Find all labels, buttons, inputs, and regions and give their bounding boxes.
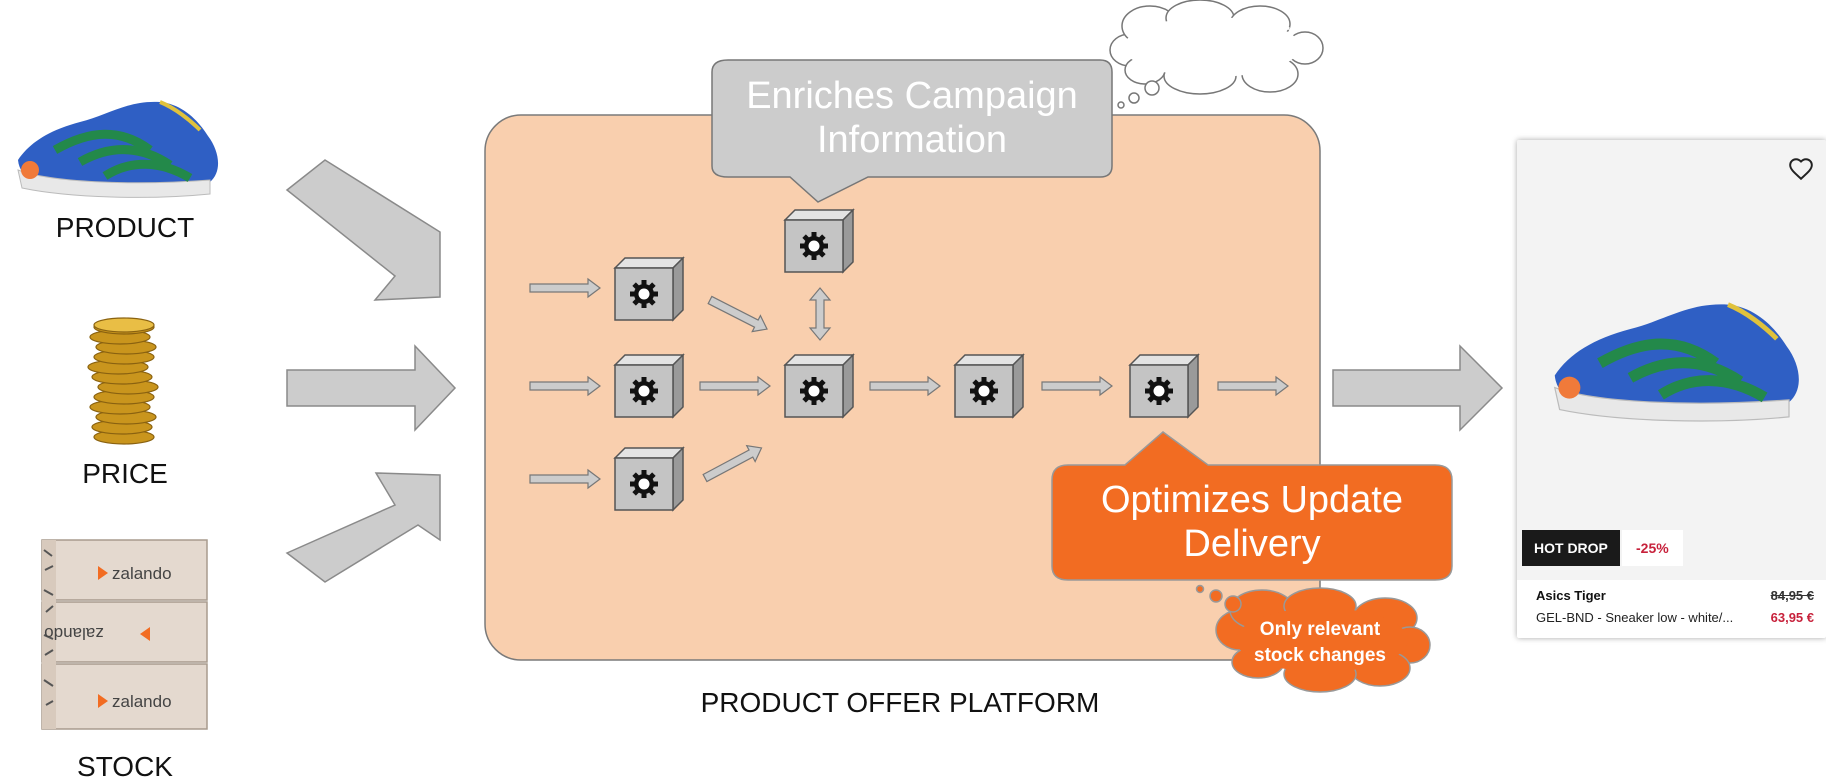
price-coins-image: [87, 317, 159, 445]
product-label: PRODUCT: [55, 212, 195, 243]
box-brand-label: zalando: [44, 624, 104, 643]
hot-drop-badge: HOT DROP: [1522, 530, 1620, 566]
old-price: 84,95 €: [1770, 588, 1814, 603]
relevant-changes-text: Only relevant stock changes: [1254, 619, 1386, 666]
discount-badge: -25%: [1622, 530, 1683, 566]
output-arrow: [1332, 344, 1504, 432]
processor-cube: [615, 258, 683, 320]
processor-cube: [1130, 355, 1198, 417]
thought-cloud-top: [1109, 0, 1324, 109]
optimize-callout-text: Optimizes Update Delivery: [1100, 479, 1403, 565]
box-brand-label: zalando: [112, 692, 172, 711]
product-name[interactable]: GEL-BND - Sneaker low - white/...: [1536, 610, 1734, 625]
enrich-callout: [711, 59, 1113, 203]
flow-arrow-vertical: [808, 287, 832, 341]
processor-cube: [785, 210, 853, 272]
processor-cube: [785, 355, 853, 417]
processor-cube: [615, 355, 683, 417]
price-arrow: [286, 344, 457, 432]
card-shoe-image: [1517, 140, 1826, 580]
product-card-image: [1517, 140, 1826, 580]
enrich-callout-text: Enriches Campaign Information: [746, 75, 1078, 161]
product-shoe-image: [18, 102, 218, 198]
box-brand-label: zalando: [112, 564, 172, 583]
platform-label: PRODUCT OFFER PLATFORM: [700, 687, 1100, 718]
update-reason-text: Update reason: stock: [1153, 21, 1292, 66]
stock-boxes-image: zalando zalando zalando: [41, 539, 208, 730]
processor-cube: [615, 448, 683, 510]
flow-arrow-diagonal-down: [707, 295, 768, 333]
stock-label: STOCK: [77, 751, 173, 782]
processor-cube: [955, 355, 1023, 417]
heart-icon[interactable]: [1788, 156, 1814, 182]
product-brand: Asics Tiger: [1536, 588, 1606, 603]
price-label: PRICE: [82, 458, 168, 489]
new-price: 63,95 €: [1770, 610, 1814, 625]
thought-cloud-bottom: [1195, 584, 1431, 693]
product-card[interactable]: HOT DROP -25% Asics Tiger GEL-BND - Snea…: [1517, 140, 1826, 638]
flow-arrow-diagonal-up: [702, 444, 763, 483]
optimize-callout: [1051, 431, 1453, 581]
product-arrow: [285, 159, 441, 301]
stock-arrow: [285, 472, 441, 583]
